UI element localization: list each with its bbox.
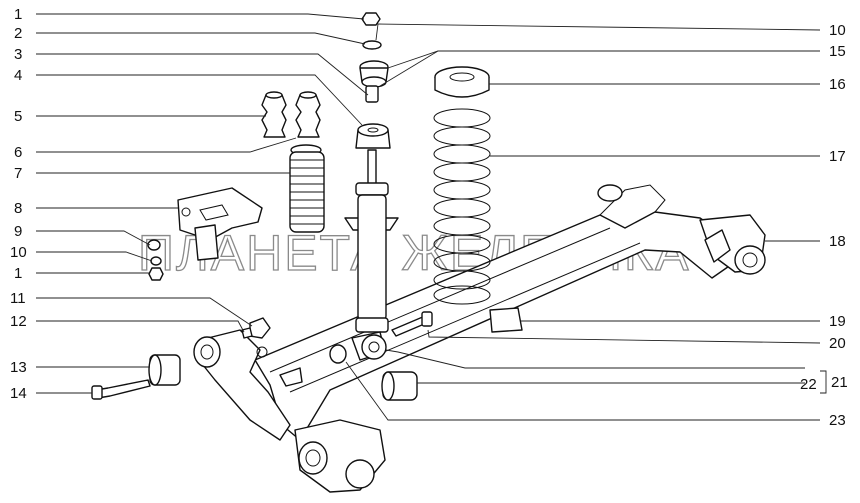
loose-parts xyxy=(91,307,523,401)
callout-9: 9 xyxy=(14,223,22,240)
callout-18: 18 xyxy=(829,233,846,250)
washer-12 xyxy=(241,327,253,339)
bushing-19 xyxy=(489,307,523,333)
callout-1: 1 xyxy=(14,6,22,23)
nut-11 xyxy=(249,317,271,339)
callout-11: 11 xyxy=(10,290,26,307)
callout-5: 5 xyxy=(14,108,22,125)
callout-19: 19 xyxy=(829,313,846,330)
top-mount-stack xyxy=(355,12,391,149)
callout-16: 16 xyxy=(829,76,846,93)
bolt-14 xyxy=(95,379,151,399)
callout-10-left: 10 xyxy=(10,244,27,261)
callout-20: 20 xyxy=(829,335,846,352)
coil-spring xyxy=(433,66,491,305)
callout-21: 21 xyxy=(831,374,848,391)
callout-2: 2 xyxy=(14,25,22,42)
callout-7: 7 xyxy=(14,165,22,182)
callout-17: 17 xyxy=(829,148,846,165)
callouts-left: 1 2 3 4 5 6 7 8 9 10 1 11 12 13 14 xyxy=(10,6,27,402)
callout-10-right: 10 xyxy=(829,22,846,39)
callout-3: 3 xyxy=(14,46,22,63)
callout-22: 22 xyxy=(800,376,817,393)
shock-absorber xyxy=(344,149,399,361)
callout-12: 12 xyxy=(10,313,27,330)
spacer-23 xyxy=(329,344,347,364)
callout-23: 23 xyxy=(829,412,846,429)
callout-4: 4 xyxy=(14,67,22,84)
callout-14: 14 xyxy=(10,385,27,402)
spacer-3 xyxy=(365,85,379,103)
rear-axle-beam xyxy=(193,184,766,493)
callout-8: 8 xyxy=(14,200,22,217)
callouts-right: 10 15 16 17 18 19 20 21 22 23 xyxy=(800,22,848,429)
nut-1-lower xyxy=(148,267,164,281)
callout-15: 15 xyxy=(829,43,846,60)
callout-13: 13 xyxy=(10,359,27,376)
nut-1 xyxy=(361,12,381,26)
shock-bracket xyxy=(147,187,263,281)
callout-1-lower: 1 xyxy=(14,265,22,282)
bump-stops xyxy=(261,91,321,138)
protective-boot xyxy=(289,144,325,233)
washer-9 xyxy=(147,239,161,251)
washer-2 xyxy=(362,40,382,50)
callout-6: 6 xyxy=(14,144,22,161)
leader-lines xyxy=(36,13,827,421)
washer-10 xyxy=(150,256,162,266)
